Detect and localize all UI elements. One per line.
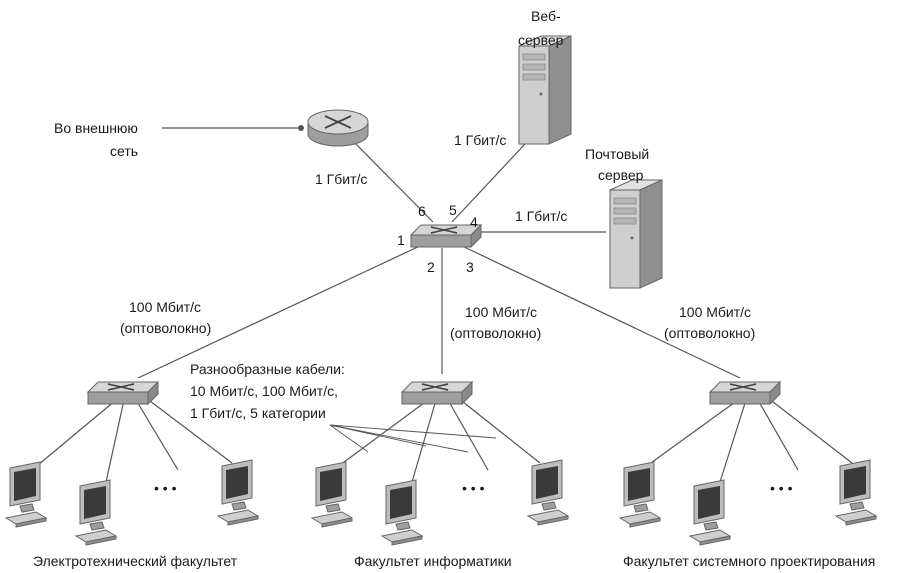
switch-ee-icon [87,381,159,405]
ellipsis: • • • [770,480,793,496]
port-number: 6 [418,203,426,219]
port-number: 4 [470,214,478,230]
dept-ee-label: Электротехнический факультет [33,553,238,569]
dept-se-label: Факультет системного проектирования [623,553,875,569]
router-icon [307,109,369,147]
link-speed-router: 1 Гбит/с [315,171,367,187]
link-speed-dept-mid: (оптоволокно) [450,325,541,341]
web-server-label: Веб- [531,8,561,24]
link-core-dept-left [137,244,423,379]
dept-cs-label: Факультет информатики [354,553,512,569]
switch-se-icon [709,381,781,405]
ellipsis: • • • [462,480,485,496]
workstation-icon [689,479,731,546]
workstation-icon [619,461,661,528]
cables-label: 10 Мбит/с, 100 Мбит/с, [190,383,338,399]
cables-label: Разнообразные кабели: [190,361,345,377]
web-server-label: сервер [518,32,564,48]
external-network-label: Во внешнюю [54,120,138,136]
workstation-icon [311,461,353,528]
port-number: 5 [449,202,457,218]
drops-cs [339,397,541,483]
workstation-icon [5,461,47,528]
link-router-core [351,139,434,223]
drops-ee [37,397,233,483]
workstation-icon [75,479,117,546]
link-speed-dept-right: (оптоволокно) [664,325,755,341]
workstation-icon [527,459,569,526]
switch-cs-icon [401,381,473,405]
external-network-label: сеть [110,143,138,159]
link-speed-dept-left: 100 Мбит/с [129,299,201,315]
link-speed-dept-left: (оптоволокно) [120,320,211,336]
mail-server-label: сервер [598,167,644,183]
cables-label: 1 Гбит/с, 5 категории [190,405,326,421]
link-speed-web: 1 Гбит/с [454,132,506,148]
port-number: 1 [397,232,405,248]
link-core-dept-right [459,244,741,379]
mail-server-label: Почтовый [585,146,649,162]
workstation-icon [381,479,423,546]
workstation-icon [217,459,259,526]
drops-se [647,397,853,483]
ellipsis: • • • [154,480,177,496]
link-speed-dept-right: 100 Мбит/с [679,304,751,320]
workstation-icon [835,459,877,526]
mail-server-icon [609,179,663,289]
port-number: 2 [427,259,435,275]
cable-pointers [329,424,497,453]
port-number: 3 [466,259,474,275]
link-speed-mail: 1 Гбит/с [515,208,567,224]
link-speed-dept-mid: 100 Мбит/с [465,304,537,320]
web-server-icon [518,35,572,145]
